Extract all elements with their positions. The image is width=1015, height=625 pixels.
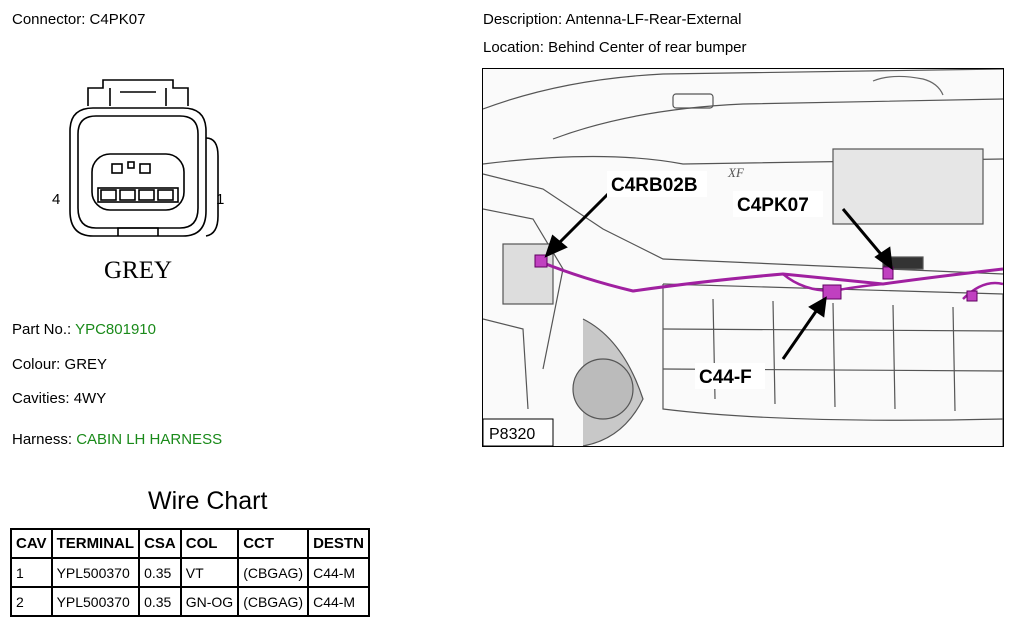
- location-line: Location: Behind Center of rear bumper: [483, 39, 747, 56]
- harness-value: CABIN LH HARNESS: [76, 431, 223, 448]
- cavity-frame: [91, 153, 185, 211]
- connector-c44-f: [822, 284, 842, 300]
- cell: C44-M: [307, 557, 370, 588]
- colour-line: Colour: GREY: [12, 356, 107, 373]
- location-value: Behind Center of rear bumper: [548, 39, 747, 56]
- pin-label-right: 1: [216, 191, 224, 208]
- table-row: 1 YPL500370 0.35 VT (CBGAG) C44-M: [10, 557, 370, 588]
- rear-bumper-drawing: C4RB02B C4PK07 C44-F XF P8320: [483, 69, 1003, 446]
- cavities-value: 4WY: [73, 390, 107, 407]
- latch-outline: [87, 79, 189, 106]
- callout-c4rb02b: C4RB02B: [611, 175, 698, 196]
- cell: GN-OG: [179, 586, 240, 617]
- cavities-line: Cavities: 4WY: [12, 390, 106, 407]
- cavities-label: Cavities:: [12, 390, 70, 407]
- description-value: Antenna-LF-Rear-External: [565, 11, 742, 28]
- harness-line: Harness: CABIN LH HARNESS: [12, 431, 222, 448]
- description-line: Description: Antenna-LF-Rear-External: [483, 11, 741, 28]
- housing-outer: [69, 107, 207, 237]
- cell: VT: [179, 557, 240, 588]
- connector-c4rb02b: [534, 254, 548, 268]
- connector-face-drawing: 4 1 GREY: [52, 79, 224, 284]
- col-cct: CCT: [237, 528, 310, 559]
- cavity-4: [100, 189, 117, 201]
- part-no-value: YPC801910: [75, 321, 156, 338]
- pin-label-left: 4: [52, 191, 60, 208]
- xf-badge: XF: [727, 165, 745, 180]
- cell: (CBGAG): [237, 586, 310, 617]
- cell: (CBGAG): [237, 557, 310, 588]
- colour-value: GREY: [64, 356, 108, 373]
- colour-label: Colour:: [12, 356, 61, 373]
- col-terminal: TERMINAL: [50, 528, 141, 559]
- wire-chart-table: CAV TERMINAL CSA COL CCT DESTN 1 YPL5003…: [10, 528, 370, 617]
- callout-c4pk07: C4PK07: [737, 195, 809, 216]
- cell: 1: [10, 557, 53, 588]
- col-destn: DESTN: [307, 528, 370, 559]
- cell: YPL500370: [50, 586, 141, 617]
- col-col: COL: [179, 528, 240, 559]
- part-no-label: Part No.:: [12, 321, 72, 338]
- harness-label: Harness:: [12, 431, 73, 448]
- table-header-row: CAV TERMINAL CSA COL CCT DESTN: [10, 528, 370, 559]
- cell: 0.35: [138, 586, 182, 617]
- location-label: Location:: [483, 39, 544, 56]
- cavity-3: [119, 189, 136, 201]
- connector-label: Connector:: [12, 11, 86, 28]
- cavity-1: [157, 189, 174, 201]
- cell: 0.35: [138, 557, 182, 588]
- figure-code: P8320: [489, 426, 535, 443]
- cell: C44-M: [307, 586, 370, 617]
- col-cav: CAV: [10, 528, 53, 559]
- connector-value: C4PK07: [89, 11, 146, 28]
- description-label: Description:: [483, 11, 563, 28]
- cell: 2: [10, 586, 53, 617]
- table-row: 2 YPL500370 0.35 GN-OG (CBGAG) C44-M: [10, 586, 370, 617]
- cavity-2: [138, 189, 155, 201]
- col-csa: CSA: [138, 528, 182, 559]
- cell: YPL500370: [50, 557, 141, 588]
- part-no-line: Part No.: YPC801910: [12, 321, 156, 338]
- harness-route: [540, 260, 1003, 293]
- connector-line: Connector: C4PK07: [12, 11, 145, 28]
- callout-c44-f: C44-F: [699, 367, 752, 388]
- connector-c4pk07: [882, 266, 894, 280]
- wire-chart-title: Wire Chart: [148, 487, 268, 515]
- location-illustration: C4RB02B C4PK07 C44-F XF P8320: [482, 68, 1004, 447]
- colour-drawing-label: GREY: [104, 257, 172, 284]
